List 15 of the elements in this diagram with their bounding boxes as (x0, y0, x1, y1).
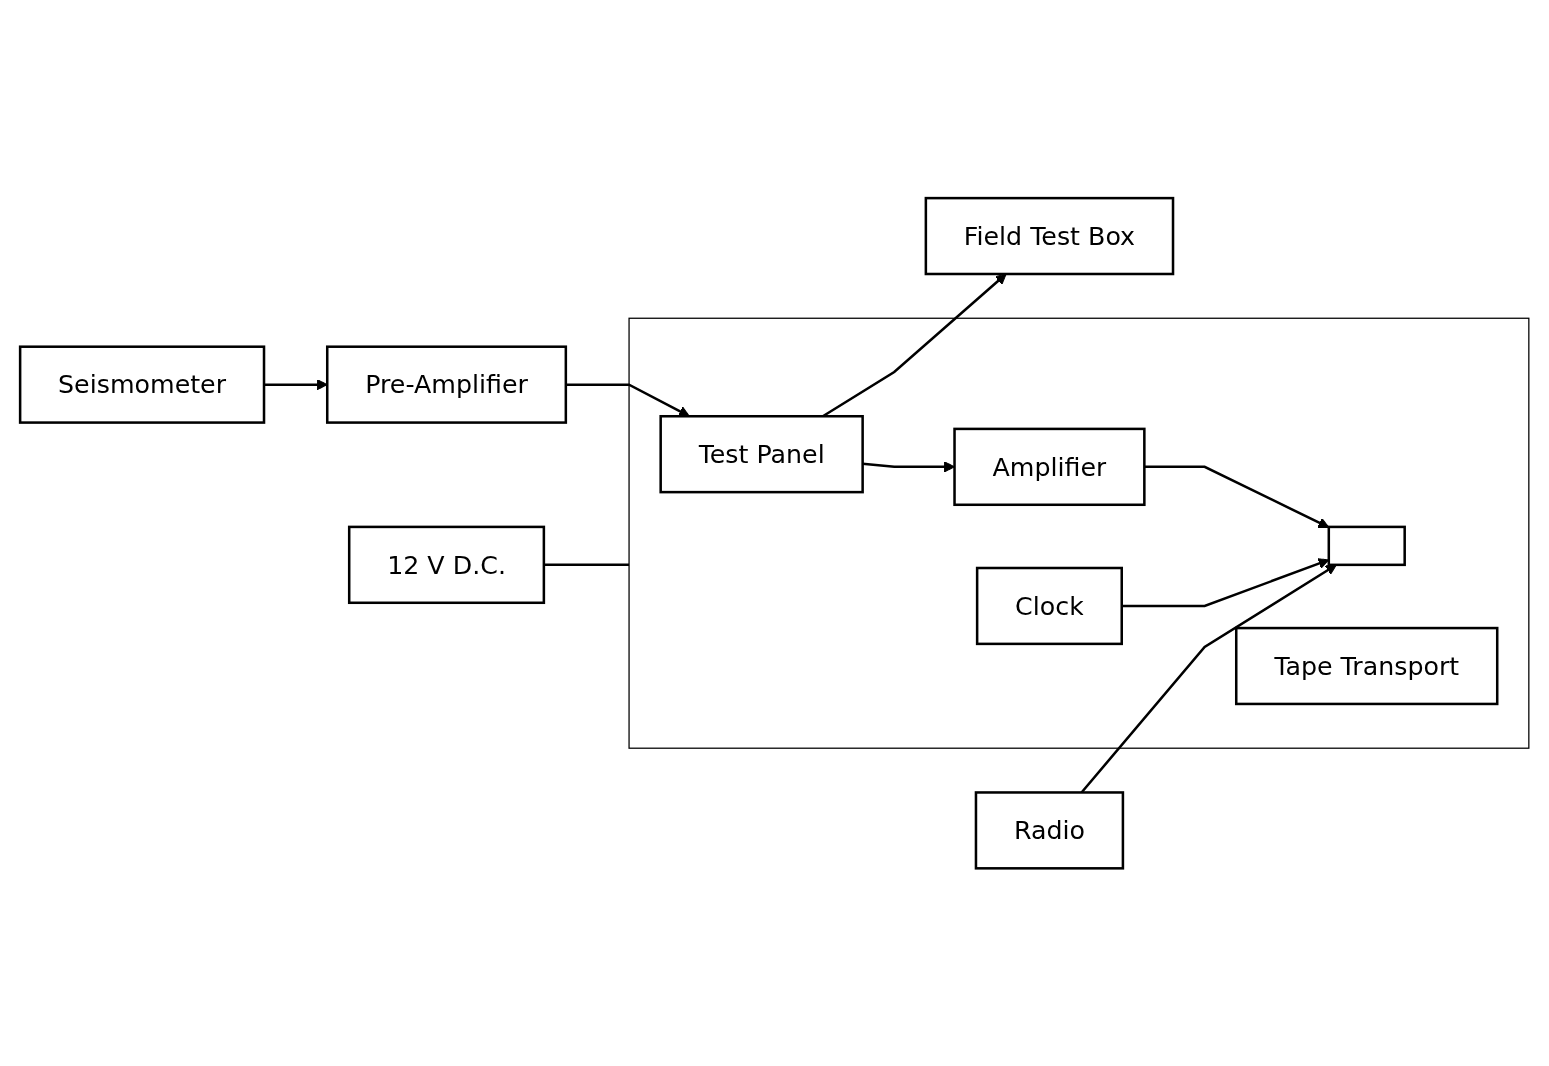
arrow (264, 378, 328, 390)
node-box: Tape Transport (1235, 626, 1499, 705)
node-box: Seismometer (18, 345, 266, 424)
node-box: Amplifier (953, 427, 1146, 506)
connector (543, 563, 630, 566)
node-box: Radio (974, 790, 1125, 870)
node-box: Test Panel (659, 414, 864, 494)
node-box (1327, 525, 1406, 566)
node-box: Pre-Amplifier (326, 345, 568, 424)
node-box: Field Test Box (924, 196, 1175, 276)
node-box: Clock (975, 566, 1123, 645)
cluster (628, 317, 1530, 749)
arrow (1144, 465, 1330, 528)
node-box: 12 V D.C. (347, 525, 546, 604)
arrow (565, 383, 690, 417)
